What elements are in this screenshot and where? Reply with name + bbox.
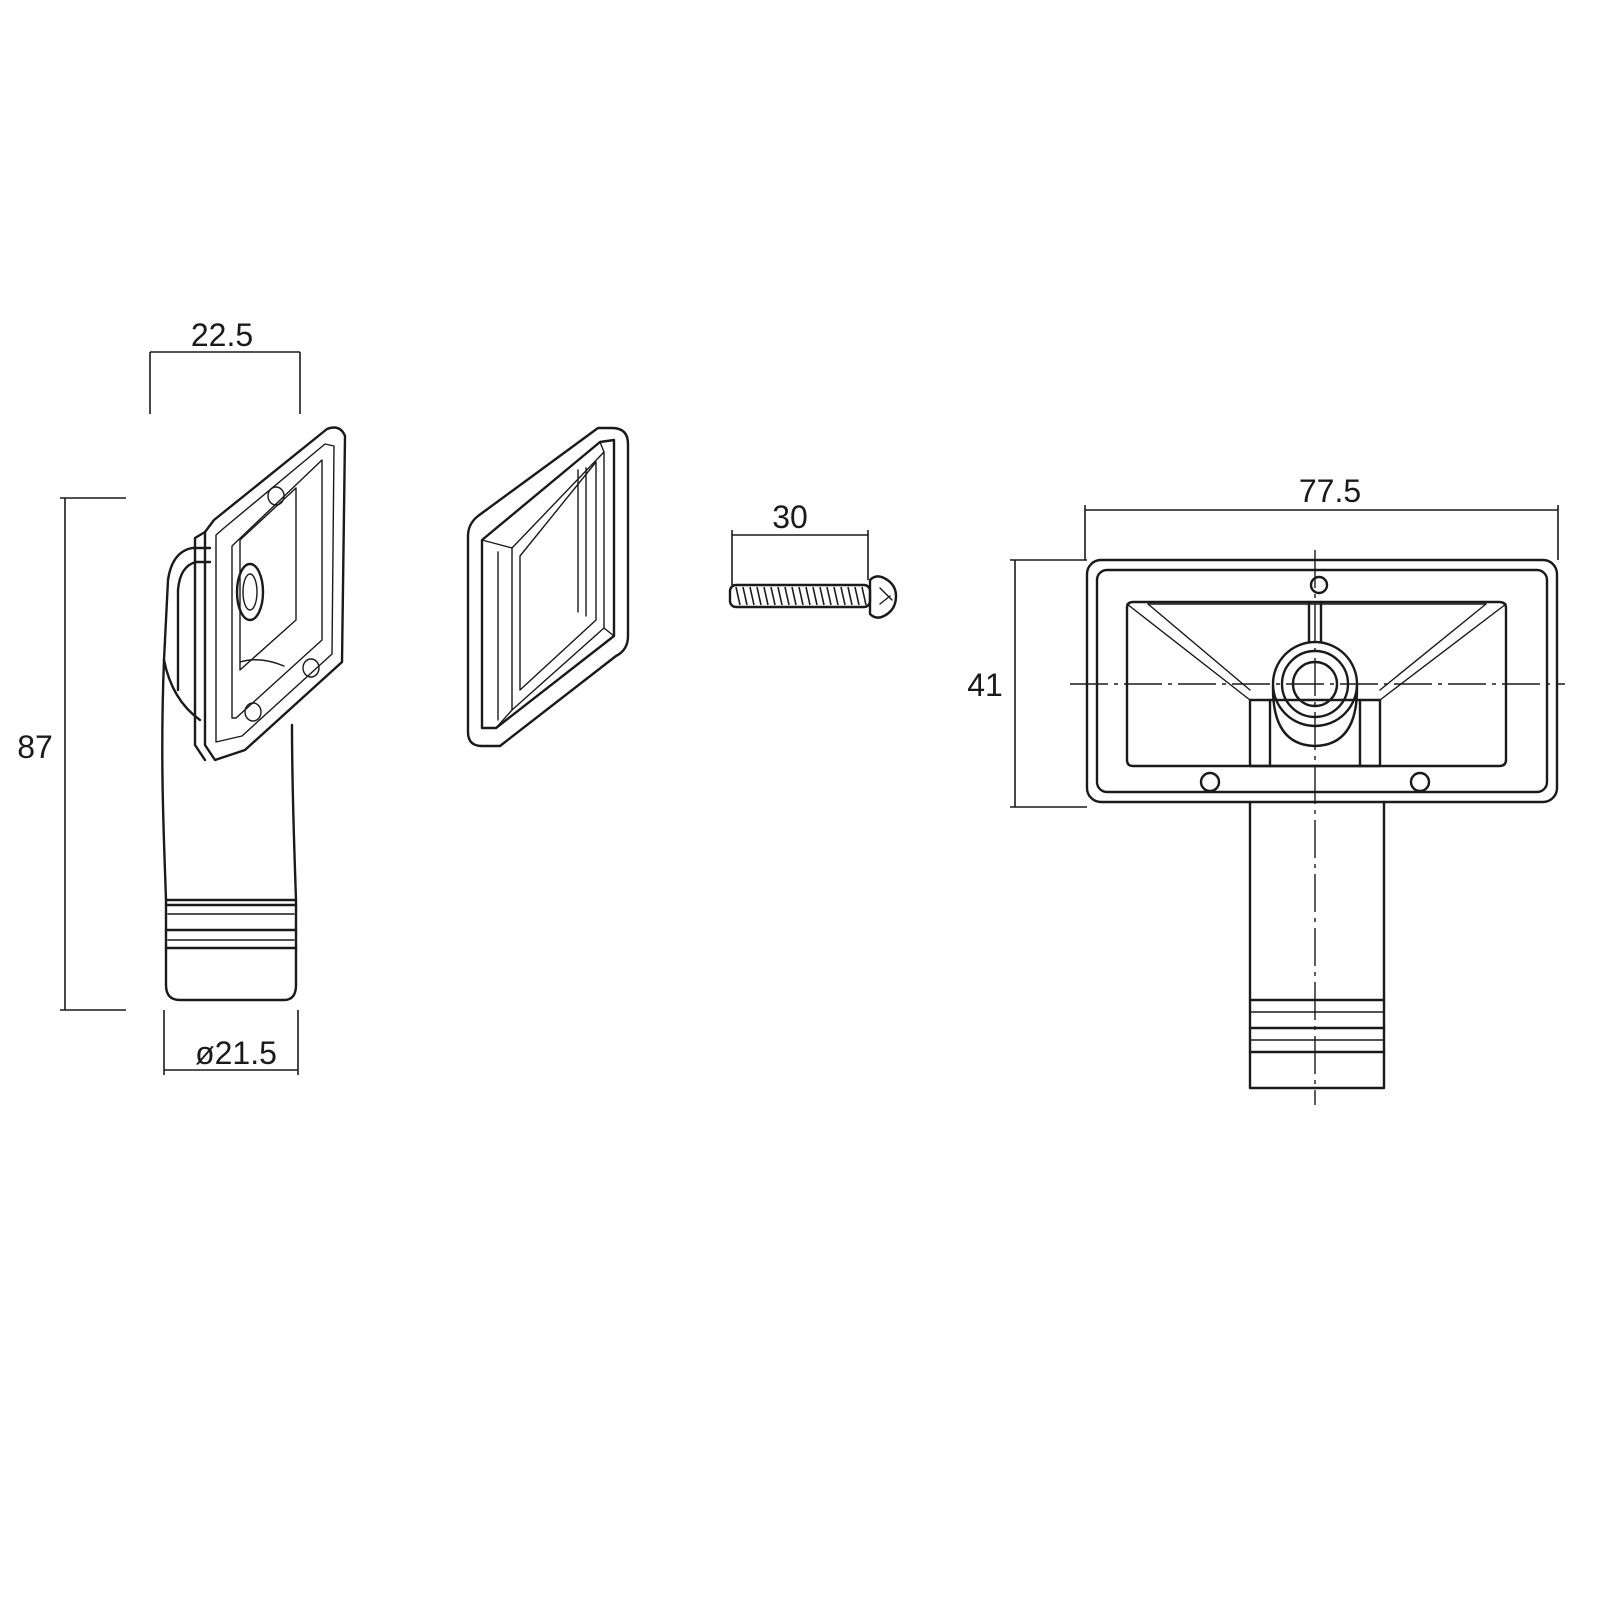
- dim-label-screw-length: 30: [772, 499, 808, 535]
- dim-label-front-width: 77.5: [1299, 473, 1361, 509]
- dim-label-front-height: 41: [967, 667, 1003, 703]
- dim-label-side-height: 87: [17, 729, 53, 765]
- screw-threads: [735, 586, 867, 606]
- dim-label-side-width: 22.5: [191, 317, 253, 353]
- dimension-pipe-diameter: ø21.5: [163, 1010, 299, 1075]
- dimension-front-width: 77.5: [1084, 473, 1559, 560]
- gasket-frame: [466, 426, 630, 748]
- dimension-screw-length: 30: [731, 499, 869, 585]
- dimension-side-height: 87: [17, 497, 126, 1011]
- screw: [728, 575, 898, 619]
- dimension-front-height: 41: [967, 559, 1087, 808]
- dim-label-pipe-diameter: ø21.5: [195, 1035, 277, 1071]
- front-view-fitting: [1070, 550, 1565, 1105]
- dimension-side-width: 22.5: [149, 317, 301, 414]
- side-view-fitting: [161, 426, 347, 1002]
